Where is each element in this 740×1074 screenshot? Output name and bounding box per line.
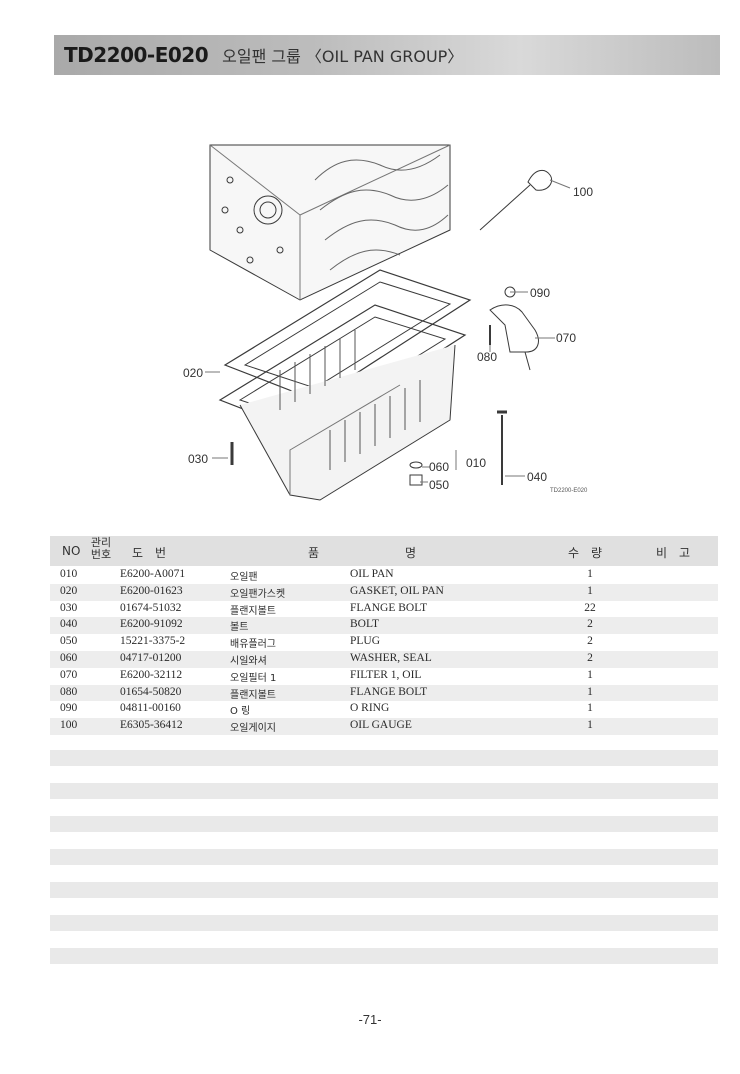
empty-row	[50, 882, 718, 898]
table-row: 040 E6200-91092 볼트 BOLT 2	[50, 617, 718, 635]
row-part-no: E6305-36412	[120, 719, 183, 732]
row-no: 080	[60, 685, 78, 698]
row-name-ko: 오일팬가스켓	[230, 588, 286, 600]
header-management-no: 관리 번호	[88, 537, 114, 561]
row-qty: 1	[587, 568, 593, 580]
callout-040: 040	[527, 470, 548, 484]
empty-row	[50, 783, 718, 799]
header-part-no: 도 번	[132, 546, 167, 560]
page-number: -71-	[358, 1012, 382, 1027]
row-no: 070	[60, 668, 78, 681]
header-qty: 수 량	[568, 546, 603, 560]
row-qty: 2	[587, 651, 593, 664]
page-header: TD2200-E020 오일팬 그룹 〈OIL PAN GROUP〉	[54, 35, 720, 75]
row-qty: 2	[587, 618, 593, 631]
table-row: 010 E6200-A0071 오일팬 OIL PAN 1	[50, 567, 718, 584]
row-name-en: GASKET, OIL PAN	[350, 584, 444, 597]
callout-090: 090	[530, 286, 551, 300]
row-no: 020	[60, 584, 78, 597]
row-name-en: PLUG	[350, 635, 381, 648]
callout-100: 100	[573, 185, 594, 199]
row-part-no: 04811-00160	[120, 702, 181, 715]
header-code: TD2200-E020	[64, 43, 209, 67]
row-name-ko: O 링	[230, 706, 251, 718]
empty-table-rows	[50, 750, 718, 981]
header-mgmt-top: 관리	[90, 536, 112, 549]
row-name-en: WASHER, SEAL	[350, 651, 432, 664]
row-name-en: O RING	[350, 702, 390, 715]
empty-row	[50, 816, 718, 832]
exploded-diagram: 100 090 070 080 020 030 060 010 040 050 …	[150, 120, 610, 510]
row-name-ko: 시일와셔	[230, 655, 267, 667]
row-qty: 2	[587, 635, 593, 648]
parts-table-header: NO 관리 번호 도 번 품 명 수 량 비 고	[50, 536, 718, 566]
row-name-ko: 볼트	[230, 622, 249, 634]
callout-050: 050	[429, 478, 450, 492]
callout-020: 020	[183, 366, 204, 380]
table-row: 070 E6200-32112 오일필터 1 FILTER 1, OIL 1	[50, 668, 718, 685]
empty-row	[50, 750, 718, 766]
header-title: 오일팬 그룹 〈OIL PAN GROUP〉	[222, 47, 464, 66]
row-part-no: 01674-51032	[120, 601, 182, 614]
header-no: NO	[62, 544, 81, 558]
table-row: 090 04811-00160 O 링 O RING 1	[50, 701, 718, 718]
header-name-left: 품	[308, 546, 320, 560]
header-remarks: 비 고	[656, 546, 691, 560]
callout-060: 060	[429, 460, 450, 474]
row-qty: 1	[587, 702, 593, 715]
figure-code: TD2200-E020	[550, 488, 588, 494]
row-name-ko: 오일필터 1	[230, 672, 277, 684]
row-name-ko: 오일게이지	[230, 723, 276, 735]
row-no: 010	[60, 568, 78, 580]
parts-table-body: 010 E6200-A0071 오일팬 OIL PAN 1 020 E6200-…	[50, 567, 718, 735]
row-name-ko: 플랜지볼트	[230, 689, 276, 701]
row-no: 100	[60, 719, 78, 732]
empty-row	[50, 948, 718, 964]
row-name-en: FLANGE BOLT	[350, 601, 428, 614]
row-part-no: 15221-3375-2	[120, 635, 186, 648]
row-name-en: BOLT	[350, 618, 379, 631]
callout-030: 030	[188, 452, 209, 466]
header-name-right: 명	[405, 546, 417, 560]
row-qty: 1	[587, 584, 593, 597]
table-row: 060 04717-01200 시일와셔 WASHER, SEAL 2	[50, 650, 718, 668]
row-part-no: E6200-A0071	[120, 568, 186, 580]
empty-row	[50, 849, 718, 865]
row-name-en: FILTER 1, OIL	[350, 668, 422, 681]
row-name-en: OIL GAUGE	[350, 719, 412, 732]
row-no: 090	[60, 702, 78, 715]
row-qty: 1	[587, 668, 593, 681]
row-part-no: E6200-01623	[120, 584, 183, 597]
row-part-no: E6200-91092	[120, 618, 183, 631]
callout-070: 070	[556, 331, 577, 345]
row-qty: 1	[587, 685, 593, 698]
row-name-en: OIL PAN	[350, 568, 394, 580]
table-row: 050 15221-3375-2 배유플러그 PLUG 2	[50, 634, 718, 651]
row-no: 050	[60, 635, 78, 648]
table-row: 020 E6200-01623 오일팬가스켓 GASKET, OIL PAN 1	[50, 583, 718, 601]
row-no: 030	[60, 601, 78, 614]
empty-row	[50, 915, 718, 931]
row-no: 060	[60, 651, 78, 664]
row-no: 040	[60, 618, 78, 631]
oil-pan-illustration	[205, 144, 571, 501]
row-name-ko: 오일팬	[230, 572, 258, 583]
row-part-no: E6200-32112	[120, 668, 183, 681]
callout-010: 010	[466, 456, 487, 470]
row-name-ko: 배유플러그	[230, 639, 276, 651]
table-row: 100 E6305-36412 오일게이지 OIL GAUGE 1	[50, 718, 718, 735]
row-qty: 1	[587, 719, 593, 732]
table-row: 080 01654-50820 플랜지볼트 FLANGE BOLT 1	[50, 684, 718, 702]
table-row: 030 01674-51032 플랜지볼트 FLANGE BOLT 22	[50, 601, 718, 618]
row-qty: 22	[584, 601, 596, 614]
row-part-no: 04717-01200	[120, 651, 182, 664]
row-name-ko: 플랜지볼트	[230, 605, 276, 617]
header-mgmt-bottom: 번호	[90, 548, 112, 561]
row-part-no: 01654-50820	[120, 685, 182, 698]
callout-080: 080	[477, 350, 498, 364]
row-name-en: FLANGE BOLT	[350, 685, 428, 698]
